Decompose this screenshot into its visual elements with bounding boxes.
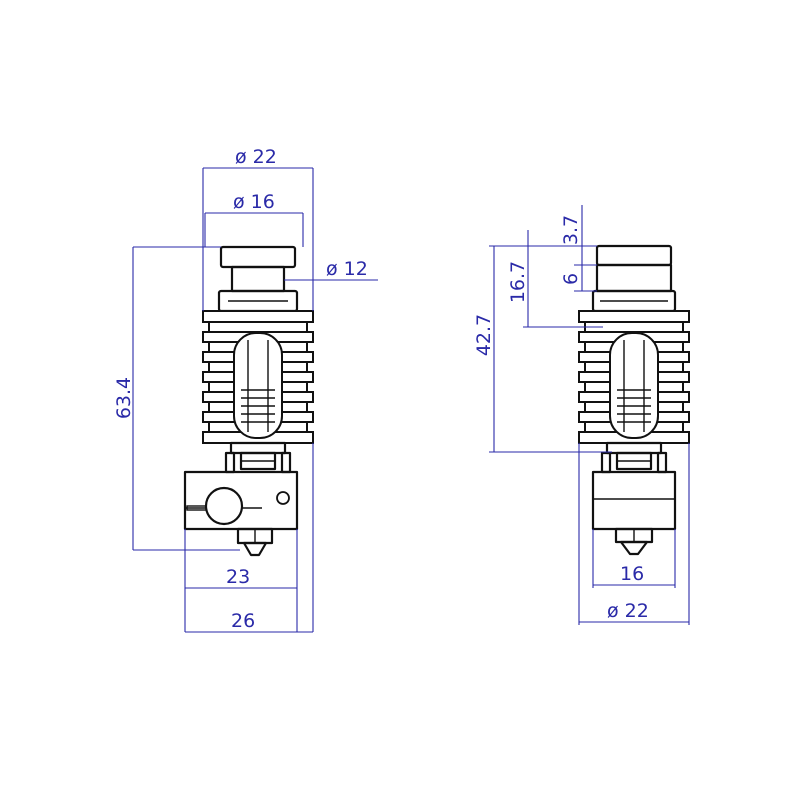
groove-height-label: 6	[560, 273, 582, 285]
top-outer-diameter-label: ø 22	[235, 146, 277, 168]
heater-block-body	[591, 470, 677, 531]
heatsink	[202, 310, 314, 444]
groove-neck	[595, 263, 673, 293]
left-dimensions: ø 22 ø 16 ø 12 63.4 23 26	[113, 146, 378, 633]
block-width-label: 23	[226, 566, 250, 588]
nozzle	[236, 527, 274, 557]
heatsink-height-label: 42.7	[473, 314, 495, 356]
groove-neck	[230, 265, 286, 293]
heat-break	[600, 441, 668, 474]
top-collar	[219, 245, 297, 269]
top-collar	[595, 244, 673, 267]
nozzle	[614, 527, 654, 556]
right-hotend-view	[578, 244, 690, 556]
heater-block	[591, 470, 677, 531]
left-hotend-view	[183, 245, 314, 557]
total-width-label: 26	[231, 610, 255, 632]
total-height-label: 63.4	[113, 377, 135, 419]
collar-height-label: 3.7	[560, 215, 582, 245]
heat-break	[224, 441, 292, 474]
top-inner-diameter-label: ø 16	[233, 191, 275, 213]
right-dimensions: 3.7 6 16.7 42.7 16 ø 22	[473, 205, 690, 625]
mount-height-label: 16.7	[507, 261, 529, 303]
right-block-width-label: 16	[620, 563, 644, 585]
base-diameter-label: ø 22	[607, 600, 649, 622]
neck-diameter-label: ø 12	[326, 258, 368, 280]
heatsink	[578, 310, 690, 444]
heater-block	[183, 470, 299, 531]
